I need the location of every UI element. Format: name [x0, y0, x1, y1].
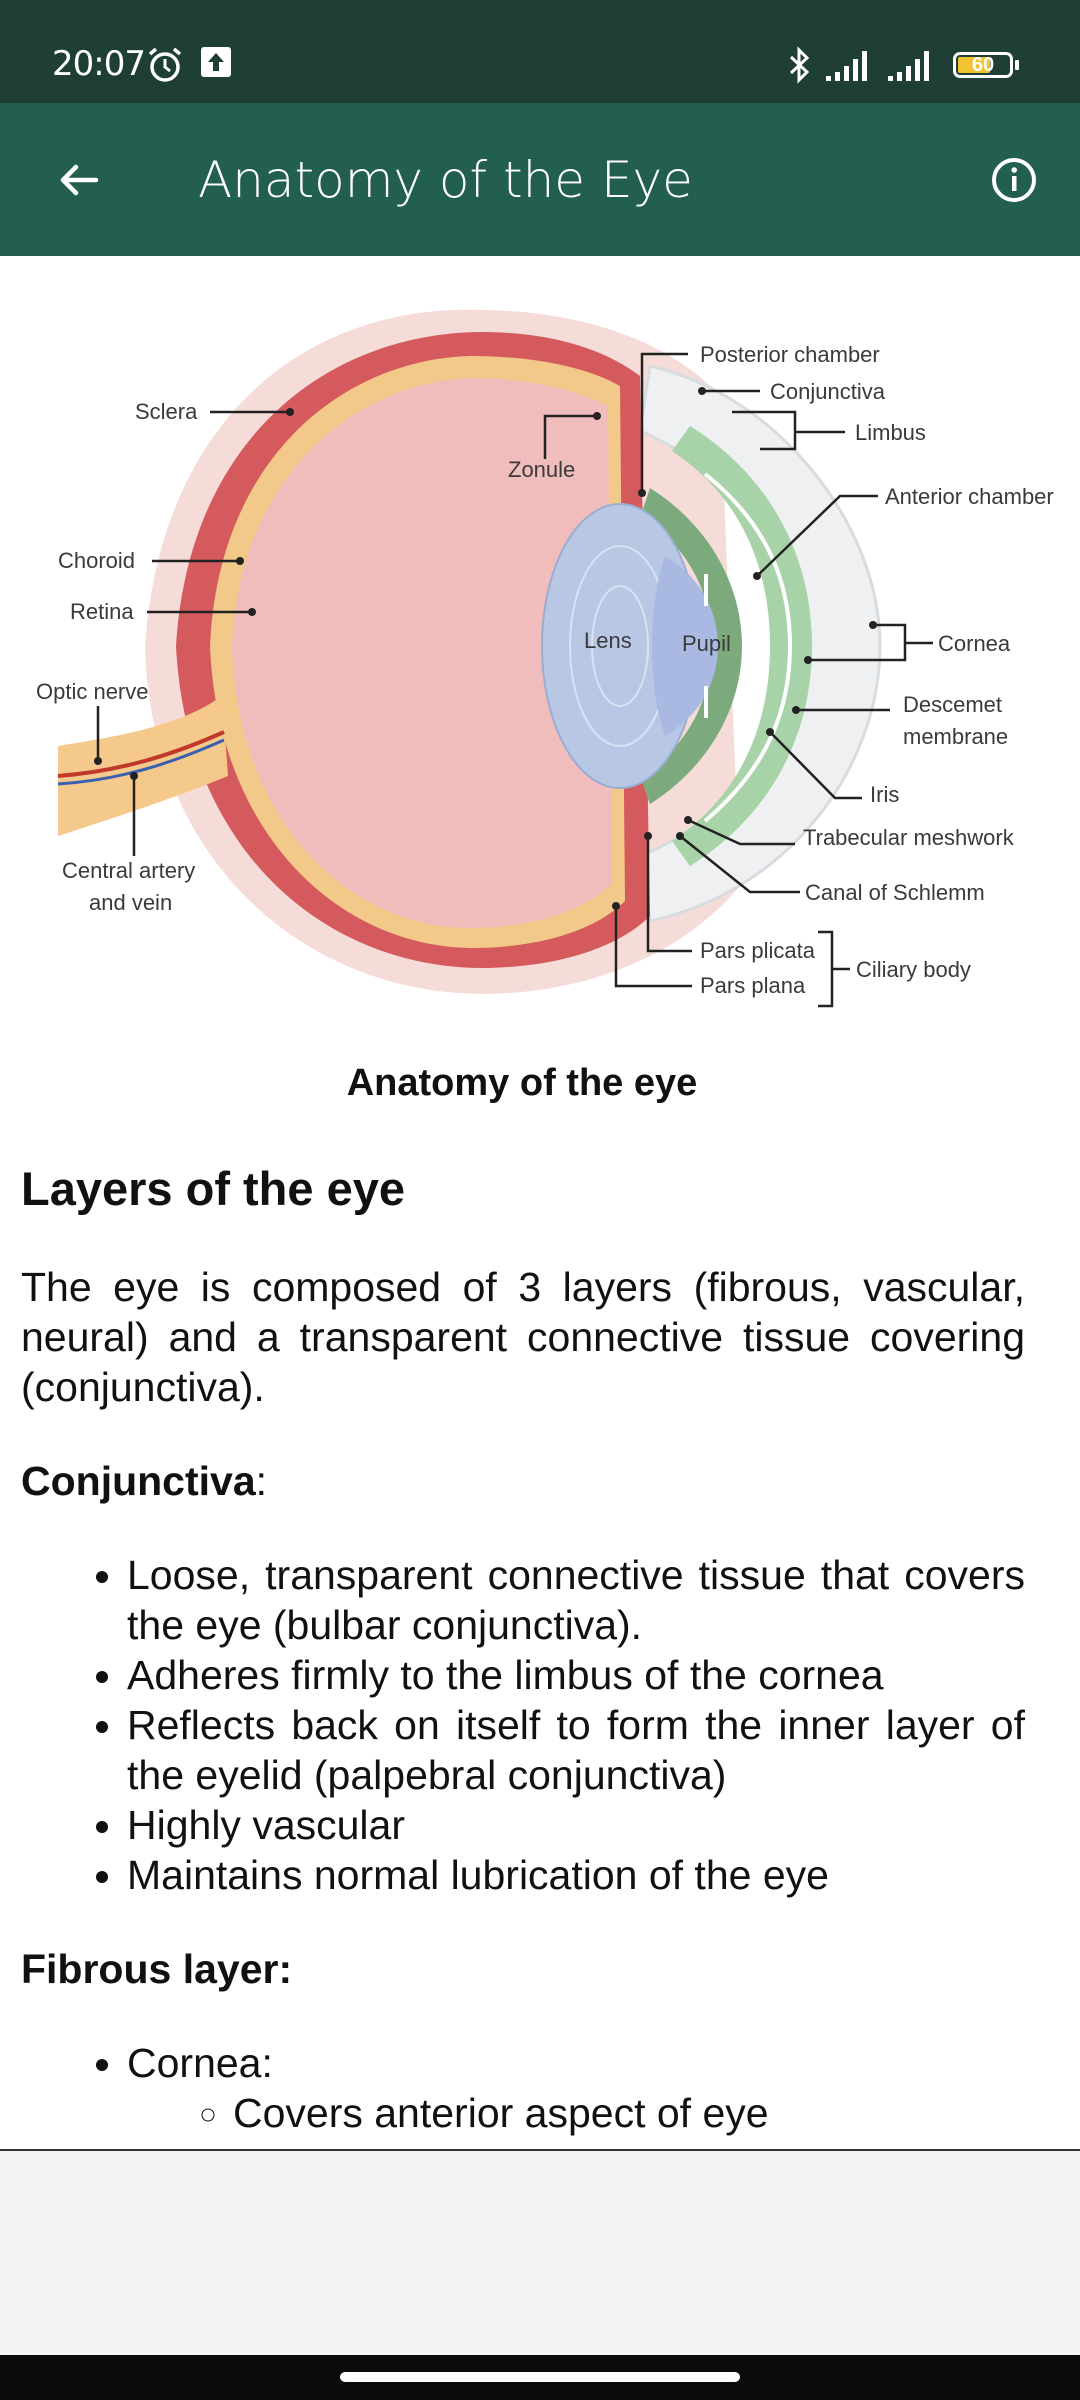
battery-icon: 60	[953, 52, 1019, 78]
alarm-icon	[148, 47, 182, 82]
pupil-shape	[652, 556, 718, 736]
label-descemet: Descemet	[903, 692, 1002, 717]
label-lens: Lens	[584, 628, 632, 653]
status-bar: 20:07 60	[0, 0, 1080, 103]
label-pars-plicata: Pars plicata	[700, 938, 816, 963]
label-posterior-chamber: Posterior chamber	[700, 342, 880, 367]
label-choroid: Choroid	[58, 548, 135, 573]
cornea-sublist: Covers anterior aspect of eye	[127, 2088, 1025, 2138]
label-trabecular-meshwork: Trabecular meshwork	[803, 825, 1015, 850]
vitreous-shape	[232, 378, 612, 928]
label-ciliary-body: Ciliary body	[856, 957, 971, 982]
list-item: Loose, transparent connective tissue tha…	[127, 1550, 1025, 1650]
info-icon[interactable]	[989, 155, 1039, 205]
label-canal-of-schlemm: Canal of Schlemm	[805, 880, 985, 905]
status-time: 20:07	[52, 44, 146, 84]
section-heading: Layers of the eye	[21, 1162, 406, 1215]
optic-nerve-shape	[58, 696, 228, 836]
iris-shape	[640, 488, 742, 804]
conjunctiva-colon: :	[255, 1458, 268, 1504]
home-gesture-handle[interactable]	[340, 2372, 740, 2382]
conjunctiva-list: Loose, transparent connective tissue tha…	[21, 1550, 1025, 1900]
article-content: Layers of the eye The eye is composed of…	[21, 1160, 1025, 2182]
label-optic-nerve: Optic nerve	[36, 679, 149, 704]
label-pars-plana: Pars plana	[700, 973, 806, 998]
intro-paragraph: The eye is composed of 3 layers (fibrous…	[21, 1264, 1025, 1410]
label-conjunctiva: Conjunctiva	[770, 379, 886, 404]
conjunctiva-green	[672, 426, 812, 866]
list-item: Highly vascular	[127, 1800, 1025, 1850]
label-central-artery: Central artery	[62, 858, 195, 883]
system-navigation-bar	[0, 2355, 1080, 2400]
fibrous-layer-heading: Fibrous layer:	[21, 1944, 1025, 1994]
list-item: Adheres firmly to the limbus of the corn…	[127, 1650, 1025, 1700]
list-item: Covers anterior aspect of eye	[233, 2088, 1025, 2138]
eye-anatomy-diagram: Sclera Choroid Retina Optic nerve Centra…	[36, 309, 1054, 1008]
signal-icon	[888, 51, 929, 81]
list-item: Reflects back on itself to form the inne…	[127, 1700, 1025, 1800]
label-iris: Iris	[870, 782, 899, 807]
list-item: Cornea: Covers anterior aspect of eye	[127, 2038, 1025, 2138]
signal-icon	[826, 51, 867, 81]
label-cornea: Cornea	[938, 631, 1011, 656]
figure-caption: Anatomy of the eye	[346, 1062, 698, 1104]
divider	[0, 2149, 1080, 2151]
label-sclera: Sclera	[135, 399, 198, 424]
app-bar: Anatomy of the Eye	[0, 103, 1080, 256]
conjunctiva-label: Conjunctiva	[21, 1458, 256, 1504]
label-retina: Retina	[70, 599, 134, 624]
label-anterior-chamber: Anterior chamber	[885, 484, 1054, 509]
fibrous-layer-label: Fibrous layer:	[21, 1946, 293, 1992]
bottom-panel	[0, 2151, 1080, 2355]
conjunctiva-heading: Conjunctiva:	[21, 1456, 1025, 1506]
upload-notification-icon	[201, 47, 231, 77]
battery-level: 60	[971, 54, 995, 76]
cornea-item-label: Cornea:	[127, 2040, 273, 2086]
bluetooth-icon	[789, 46, 810, 84]
label-and-vein: and vein	[89, 890, 172, 915]
fibrous-layer-list: Cornea: Covers anterior aspect of eye	[21, 2038, 1025, 2138]
label-pupil: Pupil	[682, 631, 731, 656]
list-item: Maintains normal lubrication of the eye	[127, 1850, 1025, 1900]
label-limbus: Limbus	[855, 420, 926, 445]
page-title: Anatomy of the Eye	[198, 151, 693, 209]
label-zonule: Zonule	[508, 457, 575, 482]
back-arrow-icon[interactable]	[54, 155, 104, 205]
label-membrane: membrane	[903, 724, 1008, 749]
